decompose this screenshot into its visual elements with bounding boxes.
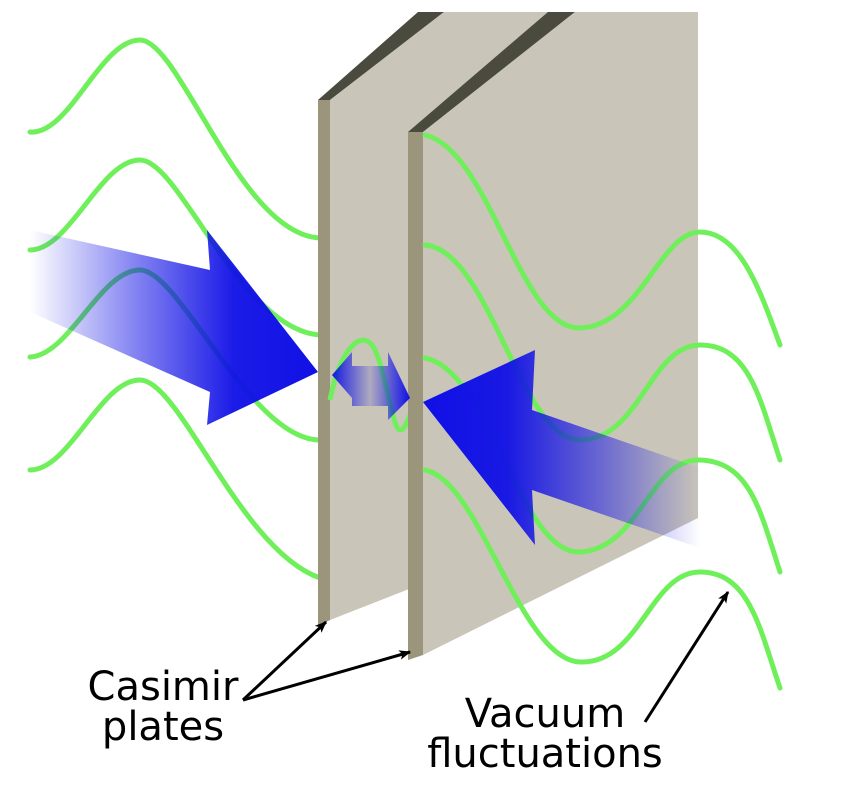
plate-front-edge [408, 132, 423, 660]
plate-front-top [408, 12, 575, 132]
wave-right-2 [422, 242, 783, 463]
pressure-arrow-right [423, 350, 700, 548]
pointer-to-wave [643, 590, 730, 723]
gap-double-arrow [332, 352, 410, 420]
label-plates: plates [102, 704, 224, 750]
plate-front-face [423, 12, 698, 655]
label-vacuum: Vacuum [465, 691, 625, 737]
wave-left-4 [27, 377, 323, 581]
label-fluctuations: fluctuations [427, 731, 663, 777]
pressure-arrow-left [30, 230, 318, 425]
wave-right-1 [422, 132, 783, 348]
plate-back-top [318, 12, 444, 100]
label-pointers [241, 590, 730, 723]
label-casimir: Casimir [88, 664, 239, 710]
pointer-to-front-plate [242, 650, 412, 702]
plate-back-edge [318, 100, 330, 626]
pointer-to-back-plate [241, 620, 328, 702]
casimir-plate-front [408, 12, 698, 660]
wave-right-4 [422, 467, 783, 691]
wave-left-1 [27, 37, 323, 241]
